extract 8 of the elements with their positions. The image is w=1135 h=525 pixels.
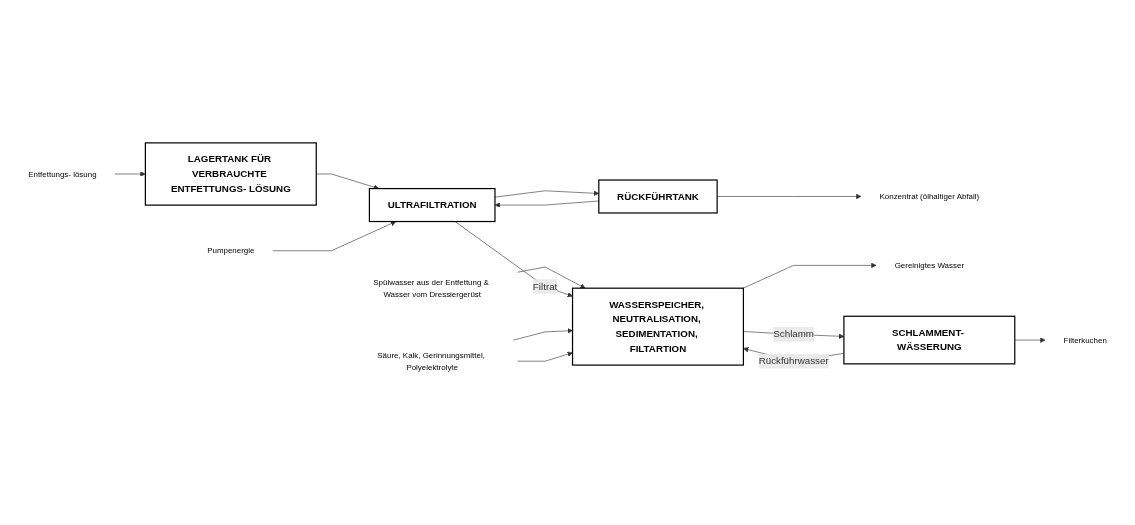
edge-label: Schlamm: [773, 328, 814, 340]
node-box: WASSERSPEICHER, NEUTRALISATION, SEDIMENTATION, FILTARTION: [571, 287, 744, 366]
node-box: RÜCKFÜHRTANK: [598, 179, 718, 214]
node-box: SCHLAMMENT- WÄSSERUNG: [843, 315, 1016, 365]
node-box: LAGERTANK FÜR VERBRAUCHTE ENTFETTUNGS- LÖSUNG: [144, 142, 317, 206]
node-box: ULTRAFILTRATION: [368, 187, 496, 223]
edge-label: Rückführwasser: [758, 355, 829, 367]
edge-label: Filtrat: [532, 280, 558, 292]
